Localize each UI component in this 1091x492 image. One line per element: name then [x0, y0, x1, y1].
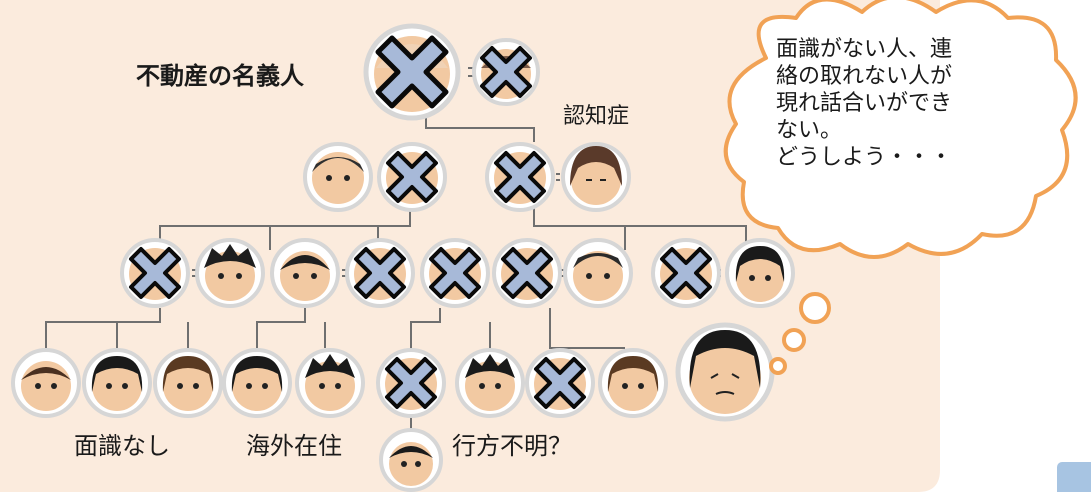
ggc1 — [11, 348, 81, 418]
thought-line: 現れ話合いができ — [776, 91, 953, 116]
gc3-deceased — [420, 238, 490, 308]
gc4-spouse — [563, 238, 633, 308]
thought-bubble-text: 面識がない人、連 絡の取れない人が 現れ話合いができ ない。 どうしよう・・・ — [776, 36, 1026, 171]
gc1-deceased — [120, 238, 190, 308]
owner-spouse-deceased — [472, 38, 540, 106]
owner-deceased — [363, 23, 461, 121]
gc2-spouse-deceased — [345, 238, 415, 308]
worried-heir — [675, 322, 775, 422]
ggc6-deceased — [376, 348, 446, 418]
thought-line: ない。 — [776, 118, 843, 143]
owner-label: 不動産の名義人 — [136, 62, 304, 90]
thought-line: どうしよう・・・ — [776, 145, 953, 170]
tree-connectors — [45, 67, 747, 452]
gggc-missing — [379, 428, 443, 492]
ggc4 — [222, 348, 292, 418]
ggc8-deceased — [525, 348, 595, 418]
child2-deceased — [485, 142, 555, 212]
thought-line: 面識がない人、連 — [776, 37, 953, 62]
child1-deceased — [377, 142, 447, 212]
ggc9 — [598, 348, 668, 418]
gc4-deceased — [492, 238, 562, 308]
gc2 — [270, 238, 340, 308]
no-contact-label: 面識なし — [74, 432, 170, 460]
thought-cloud-icon — [723, 0, 1078, 375]
child1-spouse — [303, 142, 373, 212]
thought-line: 絡の取れない人が — [776, 64, 953, 89]
ggc3 — [153, 348, 223, 418]
missing-label: 行方不明？ — [452, 432, 572, 460]
ggc5 — [295, 348, 365, 418]
gc5-deceased — [651, 238, 721, 308]
slide-nav-tab[interactable] — [1057, 462, 1091, 492]
child2-spouse-dementia — [561, 142, 631, 212]
dementia-label: 認知症 — [563, 104, 630, 129]
ggc7 — [455, 348, 525, 418]
overseas-label: 海外在住 — [246, 432, 342, 460]
gc1-spouse — [195, 238, 265, 308]
gc5-spouse — [725, 238, 795, 308]
ggc2 — [82, 348, 152, 418]
